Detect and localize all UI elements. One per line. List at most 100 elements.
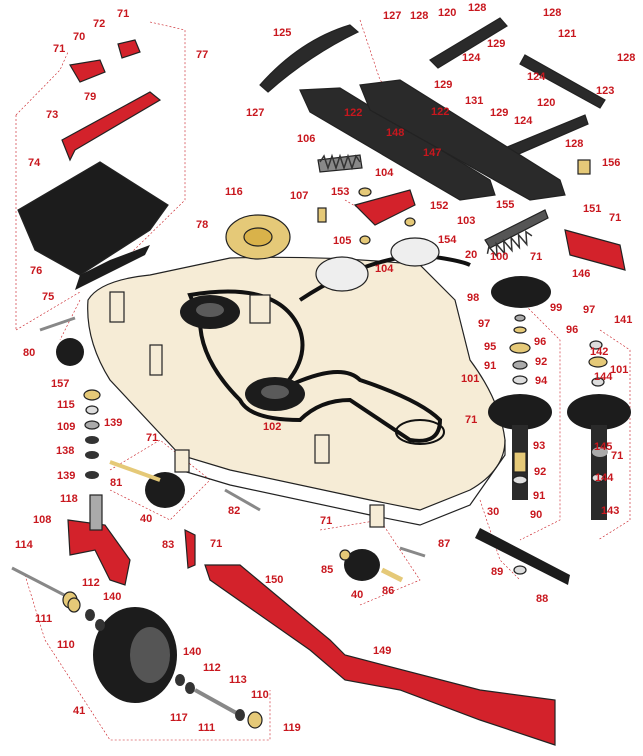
pulleys bbox=[225, 214, 551, 308]
callout-92: 92 bbox=[535, 356, 547, 368]
callout-99: 99 bbox=[550, 302, 562, 314]
bracket-72 bbox=[117, 39, 141, 59]
lift-linkage bbox=[259, 17, 606, 249]
callout-75: 75 bbox=[42, 291, 54, 303]
springs bbox=[319, 153, 533, 259]
callout-153: 153 bbox=[331, 186, 349, 198]
callout-146: 146 bbox=[572, 268, 590, 280]
callout-71: 71 bbox=[320, 515, 332, 527]
callout-76: 76 bbox=[30, 265, 42, 277]
callout-30: 30 bbox=[487, 506, 499, 518]
callout-96: 96 bbox=[534, 336, 546, 348]
callout-74: 74 bbox=[28, 157, 41, 169]
callout-128: 128 bbox=[543, 7, 561, 19]
callout-83: 83 bbox=[162, 539, 174, 551]
callout-131: 131 bbox=[465, 95, 483, 107]
idler-arm-152 bbox=[353, 189, 416, 226]
callout-86: 86 bbox=[382, 585, 394, 597]
callout-141: 141 bbox=[614, 314, 632, 326]
wheels bbox=[11, 316, 426, 729]
callout-144: 144 bbox=[595, 472, 614, 484]
callout-104: 104 bbox=[375, 263, 394, 275]
caster-fork-108 bbox=[67, 519, 131, 586]
callout-87: 87 bbox=[438, 538, 450, 550]
callout-81: 81 bbox=[110, 477, 122, 489]
callout-112: 112 bbox=[203, 662, 221, 674]
callout-143: 143 bbox=[601, 505, 619, 517]
callout-151: 151 bbox=[583, 203, 601, 215]
spindles bbox=[475, 394, 631, 585]
callout-113: 113 bbox=[229, 674, 247, 686]
callout-108: 108 bbox=[33, 514, 51, 526]
callout-142: 142 bbox=[590, 346, 608, 358]
roller-40-left bbox=[145, 472, 185, 508]
callout-129: 129 bbox=[487, 38, 505, 50]
callout-140: 140 bbox=[183, 646, 201, 658]
callout-157: 157 bbox=[51, 378, 69, 390]
callout-155: 155 bbox=[496, 199, 514, 211]
callout-100: 100 bbox=[490, 251, 508, 263]
callout-91: 91 bbox=[484, 360, 496, 372]
callout-120: 120 bbox=[537, 97, 555, 109]
callout-127: 127 bbox=[246, 107, 264, 119]
callout-71: 71 bbox=[53, 43, 65, 55]
blade-30 bbox=[475, 528, 570, 585]
callout-111: 111 bbox=[35, 613, 52, 625]
callout-117: 117 bbox=[170, 712, 188, 724]
callout-109: 109 bbox=[57, 421, 75, 433]
callout-128: 128 bbox=[617, 52, 635, 64]
callout-95: 95 bbox=[484, 341, 496, 353]
callout-152: 152 bbox=[430, 200, 448, 212]
roller-80 bbox=[56, 338, 84, 366]
callout-119: 119 bbox=[283, 722, 301, 734]
leader-lines bbox=[15, 19, 631, 741]
callout-139: 139 bbox=[104, 417, 122, 429]
callout-123: 123 bbox=[596, 85, 614, 97]
callout-71: 71 bbox=[117, 8, 129, 20]
spindle-opening-right bbox=[395, 419, 445, 445]
callout-124: 124 bbox=[462, 52, 481, 64]
callout-122: 122 bbox=[344, 107, 362, 119]
pulley-104 bbox=[315, 256, 369, 292]
callout-88: 88 bbox=[536, 593, 548, 605]
callout-101: 101 bbox=[610, 364, 628, 376]
callout-138: 138 bbox=[56, 445, 74, 457]
callout-71: 71 bbox=[609, 212, 621, 224]
callout-82: 82 bbox=[228, 505, 240, 517]
callout-40: 40 bbox=[140, 513, 152, 525]
callout-78: 78 bbox=[196, 219, 208, 231]
callout-102: 102 bbox=[263, 421, 281, 433]
callout-111: 111 bbox=[198, 722, 215, 734]
callout-80: 80 bbox=[23, 347, 35, 359]
callout-140: 140 bbox=[103, 591, 121, 603]
callout-139: 139 bbox=[57, 470, 75, 482]
callout-71: 71 bbox=[146, 432, 158, 444]
callout-128: 128 bbox=[468, 2, 486, 14]
callout-154: 154 bbox=[438, 234, 457, 246]
roller-40-right bbox=[344, 549, 380, 581]
callout-129: 129 bbox=[434, 79, 452, 91]
callout-148: 148 bbox=[386, 127, 404, 139]
callout-97: 97 bbox=[478, 318, 490, 330]
callout-121: 121 bbox=[558, 28, 576, 40]
callout-93: 93 bbox=[533, 440, 545, 452]
callout-71: 71 bbox=[210, 538, 222, 550]
callout-105: 105 bbox=[333, 235, 351, 247]
callout-114: 114 bbox=[15, 539, 34, 551]
callout-110: 110 bbox=[57, 639, 75, 651]
callout-89: 89 bbox=[491, 566, 503, 578]
callout-118: 118 bbox=[60, 493, 78, 505]
hardware-stack bbox=[67, 159, 608, 721]
callout-71: 71 bbox=[530, 251, 542, 263]
deflector-hinge-bracket bbox=[61, 91, 162, 162]
callout-90: 90 bbox=[530, 509, 542, 521]
callout-70: 70 bbox=[73, 31, 85, 43]
callout-116: 116 bbox=[225, 186, 243, 198]
spindle-pulley-100 bbox=[491, 276, 551, 308]
callout-147: 147 bbox=[423, 147, 441, 159]
callout-79: 79 bbox=[84, 91, 96, 103]
drive-belt bbox=[187, 289, 443, 443]
